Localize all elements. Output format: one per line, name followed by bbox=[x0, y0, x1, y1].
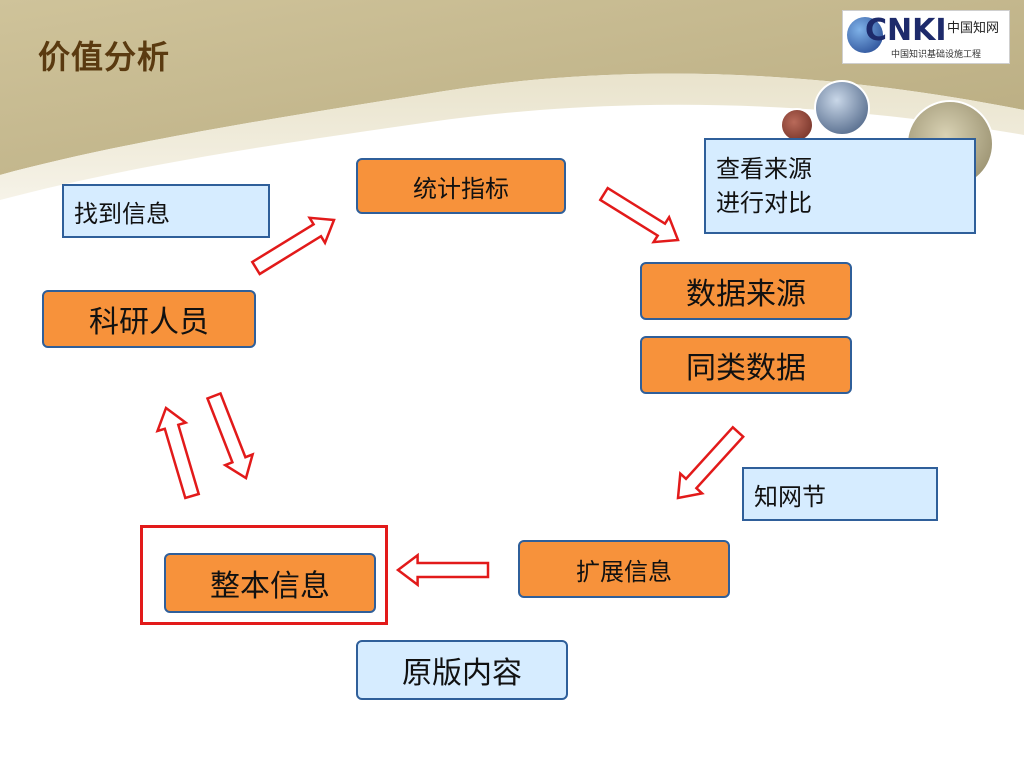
node-statistics-label: 统计指标 bbox=[413, 174, 509, 203]
node-researchers-label: 科研人员 bbox=[89, 305, 209, 340]
node-similar-data-label: 同类数据 bbox=[686, 351, 806, 386]
node-data-source: 数据来源 bbox=[640, 262, 852, 320]
highlight-frame bbox=[140, 525, 388, 625]
slide-title: 价值分析 bbox=[38, 38, 171, 76]
arrow-statistics-to-source bbox=[598, 186, 680, 244]
arrow-extended-to-full bbox=[395, 552, 490, 588]
note-cnki-node: 知网节 bbox=[742, 467, 938, 521]
node-statistics: 统计指标 bbox=[356, 158, 566, 214]
arrow-full-to-researcher bbox=[155, 406, 201, 500]
logo-chinese-name: 中国知网 bbox=[947, 21, 1000, 36]
node-original-content: 原版内容 bbox=[356, 640, 568, 700]
note-cnki-node-text: 知网节 bbox=[754, 482, 826, 511]
decorative-bubble-medium bbox=[814, 80, 870, 136]
note-view-source: 查看来源 进行对比 bbox=[704, 138, 976, 234]
arrow-similar-to-extended bbox=[676, 425, 745, 500]
note-find-info: 找到信息 bbox=[62, 184, 270, 238]
node-full-info: 整本信息 bbox=[164, 553, 376, 613]
note-find-info-text: 找到信息 bbox=[74, 199, 170, 228]
logo-wordmark: CNKI bbox=[865, 13, 947, 48]
arrow-researcher-to-full bbox=[205, 391, 255, 480]
note-view-source-line1: 查看来源 bbox=[716, 155, 812, 183]
node-researchers: 科研人员 bbox=[42, 290, 256, 348]
node-full-info-label: 整本信息 bbox=[210, 569, 330, 604]
globe-icon bbox=[847, 17, 883, 53]
node-extended-info-label: 扩展信息 bbox=[576, 557, 672, 586]
cnki-logo: CNKI 中国知网 中国知识基础设施工程 bbox=[842, 10, 1010, 64]
node-extended-info: 扩展信息 bbox=[518, 540, 730, 598]
node-similar-data: 同类数据 bbox=[640, 336, 852, 394]
node-original-content-label: 原版内容 bbox=[402, 656, 522, 691]
logo-subtitle: 中国知识基础设施工程 bbox=[891, 50, 982, 60]
node-data-source-label: 数据来源 bbox=[686, 277, 806, 312]
arrow-researcher-to-statistics bbox=[250, 216, 336, 276]
note-view-source-line2: 进行对比 bbox=[716, 189, 812, 217]
